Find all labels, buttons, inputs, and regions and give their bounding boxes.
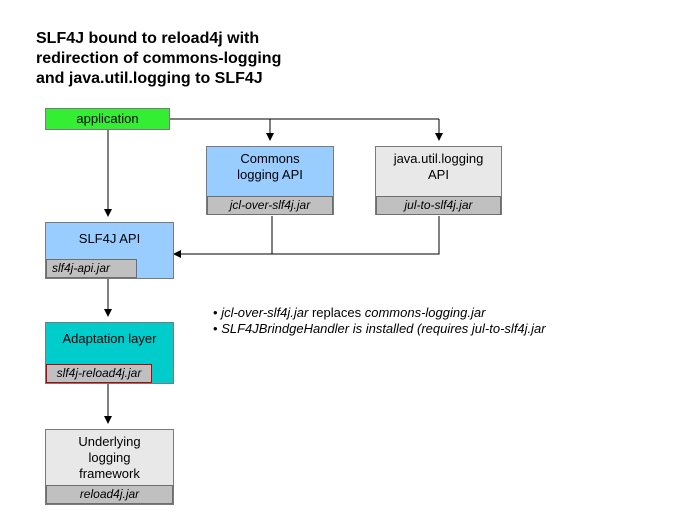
note-1-jar: jcl-over-slf4j.jar <box>221 305 309 320</box>
underlying-label-line-3: framework <box>79 466 140 481</box>
jul-label-line-1: java.util.logging <box>393 151 484 166</box>
commons-label-line-2: logging API <box>237 167 303 182</box>
title-line-1: SLF4J bound to reload4j with <box>36 30 260 47</box>
adaptation-label: Adaptation layer <box>62 331 157 346</box>
note-2-bullet: • <box>213 321 218 336</box>
note-item-2: • SLF4JBrindgeHandler is installed (requ… <box>213 321 546 337</box>
note-1-bullet: • <box>213 305 218 320</box>
jcl-over-slf4j-jar: jcl-over-slf4j.jar <box>207 196 333 215</box>
jul-label-line-2: API <box>428 167 449 182</box>
slf4j-api-label: SLF4J API <box>78 231 141 246</box>
underlying-label-line-2: logging <box>88 450 131 465</box>
commons-label-line-1: Commons <box>240 151 300 166</box>
note-1-text: replaces <box>308 305 365 320</box>
note-1-target: commons-logging.jar <box>364 305 486 320</box>
title-line-2: redirection of commons-logging <box>36 50 282 67</box>
application-label: application <box>76 111 139 126</box>
slf4j-reload4j-jar: slf4j-reload4j.jar <box>46 364 152 383</box>
application-box: application <box>45 108 170 130</box>
diagram-title: SLF4J bound to reload4j with redirection… <box>36 29 356 89</box>
title-line-3: and java.util.logging to SLF4J <box>36 70 263 87</box>
note-2-text: SLF4JBrindgeHandler is installed (requir… <box>221 321 546 336</box>
reload4j-jar: reload4j.jar <box>46 485 173 504</box>
notes-list: • jcl-over-slf4j.jar replaces commons-lo… <box>213 305 546 337</box>
underlying-label-line-1: Underlying <box>78 434 141 449</box>
note-item-1: • jcl-over-slf4j.jar replaces commons-lo… <box>213 305 546 321</box>
line-jul-down <box>272 216 440 255</box>
jul-to-slf4j-jar: jul-to-slf4j.jar <box>376 196 501 215</box>
slf4j-api-jar: slf4j-api.jar <box>46 259 137 278</box>
